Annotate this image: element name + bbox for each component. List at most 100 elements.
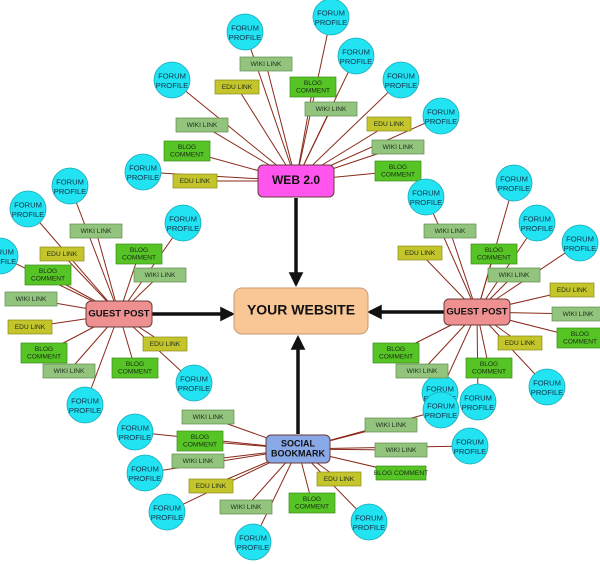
wiki-link-node: WIKI LINK <box>219 499 273 515</box>
forum-profile-label: PROFILE <box>119 433 152 442</box>
wiki-link-node-box <box>133 267 187 283</box>
wiki-link-node: WIKI LINK <box>304 101 358 117</box>
wiki-link-node-box <box>374 442 428 458</box>
wiki-link-node-label: WIKI LINK <box>563 311 594 318</box>
forum-profile-label: FORUM <box>121 424 149 433</box>
edu-link-node-box <box>549 282 595 298</box>
blog-comment-node-label: BLOG <box>39 268 57 275</box>
wiki-link-node-label: WIKI LINK <box>376 422 407 429</box>
forum-profile-circle <box>518 204 556 242</box>
blog-comment-node-box <box>289 76 337 98</box>
wiki-link-node-label: WIKI LINK <box>187 122 218 129</box>
edu-link-node-label: EDU LINK <box>374 121 405 128</box>
blog-comment-node-label: COMMENT <box>31 276 65 283</box>
blog-comment-node-box <box>176 430 224 452</box>
wiki-link-node-box <box>239 56 293 72</box>
forum-profile-label: PROFILE <box>12 210 45 219</box>
wiki-link-node-label: WIKI LINK <box>54 368 85 375</box>
forum-profile-label: FORUM <box>153 504 181 513</box>
forum-profile-label: PROFILE <box>129 474 162 483</box>
wiki-link-node: WIKI LINK <box>69 223 123 239</box>
forum-profile-circle <box>51 167 89 205</box>
wiki-link-node-label: WIKI LINK <box>16 296 47 303</box>
wiki-link-node-box <box>364 417 418 433</box>
blog-comment-node-box <box>288 492 336 514</box>
forum-profile-circle <box>495 164 533 202</box>
hub-guest-post-left: GUEST POST <box>85 300 153 328</box>
forum-profile-label: PROFILE <box>340 57 373 66</box>
forum-profile-circle <box>0 237 19 275</box>
blog-comment-node-label: COMMENT <box>122 255 156 262</box>
wiki-link-node-label: WIKI LINK <box>383 144 414 151</box>
wiki-link-node: WIKI LINK <box>364 417 418 433</box>
forum-profile-label: PROFILE <box>425 411 458 420</box>
wiki-link-node-box <box>175 117 229 133</box>
edu-link-node-label: EDU LINK <box>324 476 355 483</box>
forum-profile-label: FORUM <box>131 465 159 474</box>
forum-profile-circle <box>459 383 497 421</box>
blog-comment-node-label: COMMENT <box>27 354 61 361</box>
blog-comment-node: BLOG COMMENT <box>374 465 428 481</box>
wiki-link-node-box <box>4 291 58 307</box>
edu-link-node: EDU LINK <box>39 246 85 262</box>
forum-profile-label: PROFILE <box>385 81 418 90</box>
blog-comment-node-label: BLOG <box>35 346 53 353</box>
blog-comment-node-label: COMMENT <box>477 255 511 262</box>
edu-link-node-label: EDU LINK <box>196 483 227 490</box>
your-website-box <box>233 287 369 335</box>
forum-profile-label: PROFILE <box>69 406 102 415</box>
blog-comment-node-box <box>163 140 211 162</box>
forum-profile-circle <box>451 427 489 465</box>
edu-link-node-box <box>188 478 234 494</box>
wiki-link-node-label: WIKI LINK <box>231 504 262 511</box>
edu-link-node: EDU LINK <box>172 173 218 189</box>
wiki-link-node-label: WIKI LINK <box>251 61 282 68</box>
blog-comment-node-label: COMMENT <box>295 504 329 511</box>
forum-profile-label: PROFILE <box>410 198 443 207</box>
forum-profile-label: FORUM <box>169 215 197 224</box>
connector-line <box>171 79 297 182</box>
forum-profile-label: FORUM <box>464 394 492 403</box>
forum-profile-label: FORUM <box>412 189 440 198</box>
connector-line <box>265 63 297 182</box>
forum-profile-circle <box>312 0 350 36</box>
hub-social-bookmark-box <box>265 434 331 464</box>
forum-profile-label: PROFILE <box>127 173 160 182</box>
forum-profile-circle <box>350 503 388 541</box>
edu-link-node: EDU LINK <box>366 116 412 132</box>
hub-web-2-0: WEB 2.0 <box>257 164 335 198</box>
hub-social-bookmark-label: SOCIAL <box>281 438 316 448</box>
wiki-link-node: WIKI LINK <box>371 139 425 155</box>
wiki-link-node: WIKI LINK <box>42 363 96 379</box>
forum-profile-circle <box>226 13 264 51</box>
blog-comment-node-box <box>115 243 163 265</box>
your-website-label: YOUR WEBSITE <box>247 302 355 318</box>
blog-comment-node-label: COMMENT <box>381 172 415 179</box>
forum-profile-label: PROFILE <box>564 244 597 253</box>
wiki-link-node-box <box>304 101 358 117</box>
blog-comment-node-box <box>20 342 68 364</box>
blog-comment-node-label: BLOG <box>571 331 589 338</box>
wiki-link-node: WIKI LINK <box>395 363 449 379</box>
forum-profile-circle <box>153 61 191 99</box>
blog-comment-node-label: BLOG <box>480 361 498 368</box>
wiki-link-node: WIKI LINK <box>487 267 541 283</box>
wiki-link-node-label: WIKI LINK <box>193 414 224 421</box>
wiki-link-node-label: WIKI LINK <box>407 368 438 375</box>
blog-comment-node-label: COMMENT <box>296 88 330 95</box>
forum-profile-label: FORUM <box>158 72 186 81</box>
forum-profile-label: PROFILE <box>156 81 189 90</box>
